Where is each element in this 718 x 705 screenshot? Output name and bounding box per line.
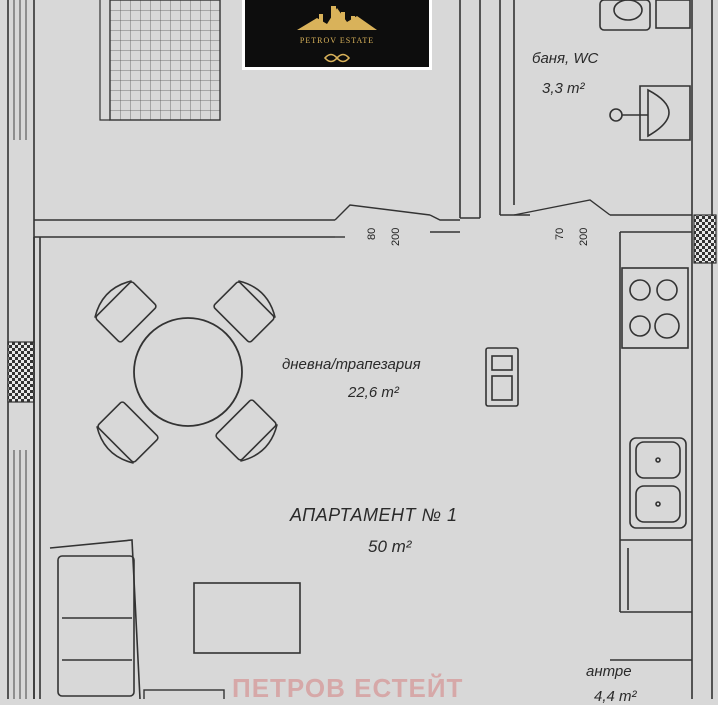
bottom-furniture (143, 689, 225, 699)
living-room-walls (33, 237, 41, 699)
brand-logo: PETROV ESTATE (242, 0, 432, 70)
bathroom-door-width: 70 (554, 227, 566, 240)
dining-chairs (94, 280, 278, 464)
apartment-title: АПАРТАМЕНТ № 1 (290, 505, 458, 525)
appliance-unit (485, 347, 519, 407)
sofa (49, 539, 141, 699)
left-window-bottom (13, 450, 27, 699)
left-column-hatch (7, 341, 35, 403)
watermark: ПЕТРОВ ЕСТЕЙТ (232, 673, 464, 703)
logo-skyline-icon (297, 6, 377, 63)
living-room-name: дневна/трапезария (282, 356, 421, 373)
entrance-name: антре (586, 663, 632, 680)
entrance-area: 4,4 m² (594, 688, 637, 705)
bathroom-name: баня, WC (532, 50, 599, 67)
living-room-area: 22,6 m² (348, 384, 399, 401)
bed-headboard (99, 0, 110, 121)
coffee-table (193, 582, 301, 654)
bedroom-door (334, 204, 460, 238)
bedroom-door-width: 80 (366, 227, 378, 240)
bed (109, 0, 221, 121)
bathroom-door-height: 200 (578, 227, 590, 246)
apartment-area: 50 m² (368, 537, 412, 556)
bathroom-sink (609, 85, 691, 141)
right-column-hatch (693, 214, 717, 264)
bathroom-door (513, 199, 611, 216)
logo-text: PETROV ESTATE (299, 36, 375, 45)
right-exterior-wall (691, 0, 713, 699)
kitchen-counter (619, 232, 692, 613)
toilet (599, 0, 691, 31)
left-window-top (13, 0, 27, 140)
bathroom-area: 3,3 m² (542, 80, 585, 97)
dining-table (133, 317, 243, 427)
bedroom-door-height: 200 (390, 227, 402, 246)
bathroom-walls (499, 0, 692, 233)
bedroom-walls (34, 0, 481, 238)
